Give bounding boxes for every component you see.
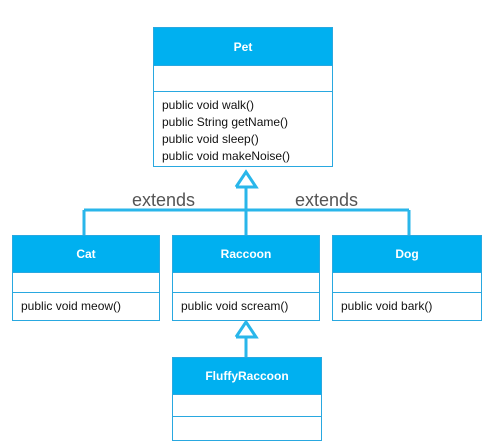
class-raccoon[interactable]: Raccoon public void scream() <box>172 235 320 321</box>
operation: public void bark() <box>341 298 433 313</box>
extends-label-right: extends <box>295 190 359 210</box>
class-fluffy-raccoon-operations <box>173 417 321 439</box>
class-pet[interactable]: Pet public void walk() public String get… <box>153 27 333 167</box>
operation: public void sleep() <box>162 132 259 146</box>
class-cat-operations: public void meow() <box>13 293 159 319</box>
class-fluffy-raccoon-attributes <box>173 395 321 417</box>
operation: public void meow() <box>21 298 122 313</box>
operation: public void scream() <box>181 298 289 313</box>
class-pet-name: Pet <box>154 28 332 66</box>
class-raccoon-attributes <box>173 273 319 293</box>
class-fluffy-raccoon-name: FluffyRaccoon <box>173 358 321 395</box>
class-pet-operations: public void walk() public String getName… <box>154 92 332 169</box>
class-raccoon-operations: public void scream() <box>173 293 319 319</box>
class-dog[interactable]: Dog public void bark() <box>332 235 482 321</box>
operation: public String getName() <box>162 115 289 129</box>
class-cat-name: Cat <box>13 236 159 273</box>
class-dog-name: Dog <box>333 236 481 273</box>
operation: public void walk() <box>162 98 255 112</box>
extends-label-left: extends <box>132 190 196 210</box>
class-cat[interactable]: Cat public void meow() <box>12 235 160 321</box>
operation: public void makeNoise() <box>162 149 291 163</box>
inheritance-arrow-head-pet <box>234 169 259 189</box>
class-fluffy-raccoon[interactable]: FluffyRaccoon <box>172 357 322 441</box>
inheritance-arrow-head-raccoon <box>234 319 259 339</box>
class-pet-attributes <box>154 66 332 92</box>
class-cat-attributes <box>13 273 159 293</box>
class-dog-attributes <box>333 273 481 293</box>
class-dog-operations: public void bark() <box>333 293 481 319</box>
class-raccoon-name: Raccoon <box>173 236 319 273</box>
